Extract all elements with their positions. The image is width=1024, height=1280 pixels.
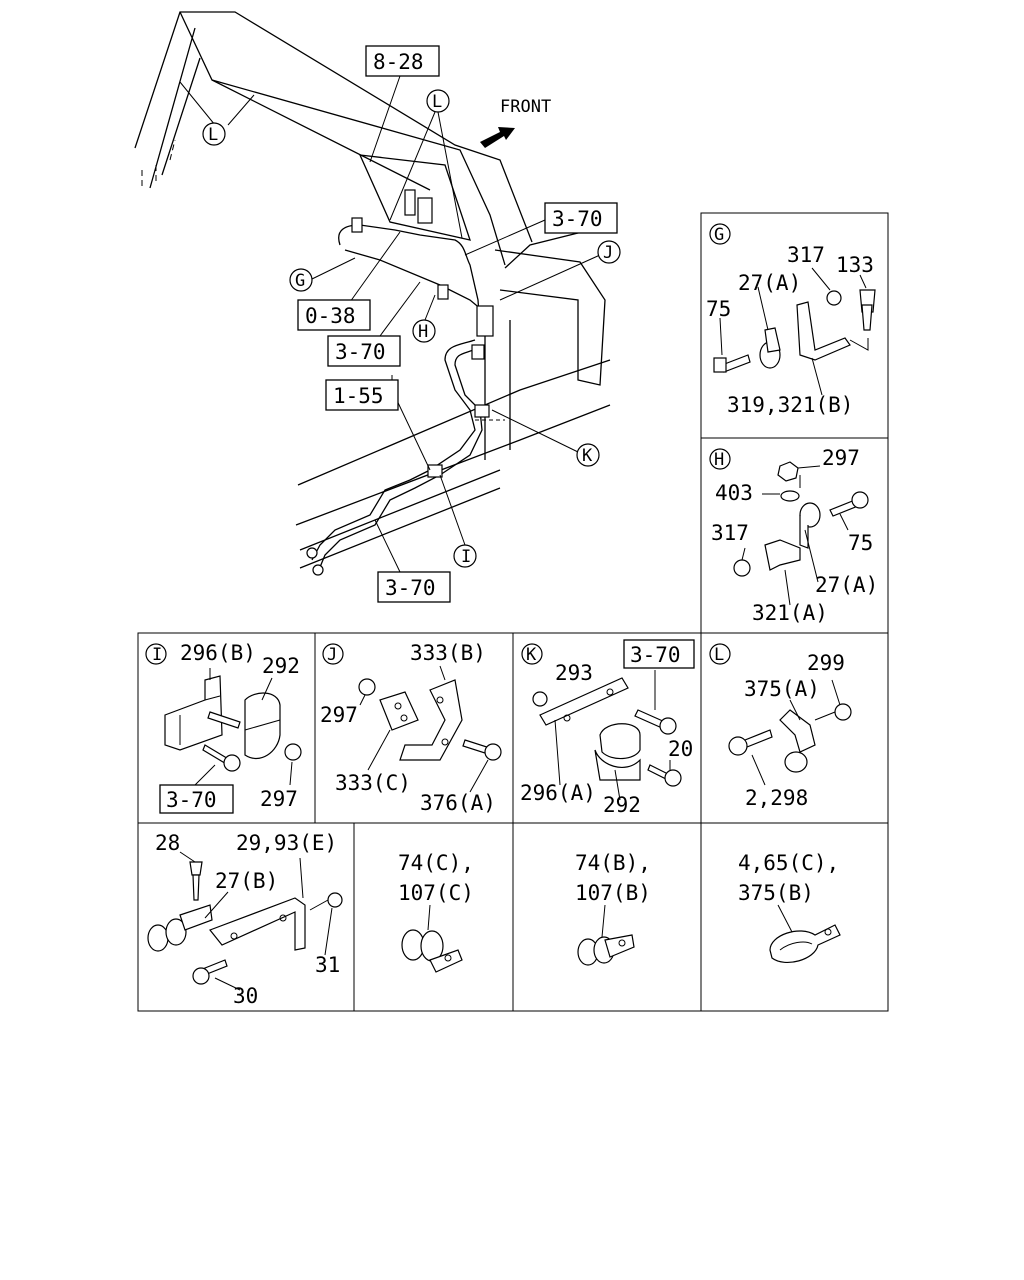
detail-J: J 333(B) 297 333(C) 376(A) <box>320 641 502 815</box>
ref-box-3-70-bottom: 3-70 <box>377 571 451 603</box>
label-376a: 376(A) <box>420 791 496 815</box>
callout-H: H <box>412 319 436 343</box>
svg-text:K: K <box>582 446 593 466</box>
label-292: 292 <box>262 654 300 678</box>
label-297: 297 <box>822 446 860 470</box>
label-333c: 333(C) <box>335 771 411 795</box>
svg-text:G: G <box>714 225 724 245</box>
front-arrow-icon <box>480 127 515 148</box>
svg-text:K: K <box>526 645 537 665</box>
label-2-298: 2,298 <box>745 786 808 810</box>
detail-bracket-29: 28 29,93(E) 27(B) 31 30 <box>147 831 343 1008</box>
ref-box-3-70-mid: 3-70 <box>327 335 401 367</box>
svg-text:L: L <box>714 645 724 665</box>
label-297: 297 <box>320 703 358 727</box>
callout-J: J <box>597 240 621 264</box>
svg-text:I: I <box>461 547 471 567</box>
callout-L-left: L <box>202 122 226 146</box>
ref-box-3-70-top: 3-70 <box>544 202 618 234</box>
svg-text:3-70: 3-70 <box>335 340 386 364</box>
svg-text:3-70: 3-70 <box>630 643 681 667</box>
svg-text:0-38: 0-38 <box>305 304 356 328</box>
label-317: 317 <box>711 521 749 545</box>
front-label: FRONT <box>500 97 551 117</box>
svg-text:I: I <box>152 645 162 665</box>
svg-text:3-70: 3-70 <box>385 576 436 600</box>
svg-text:J: J <box>603 243 613 263</box>
detail-I: I 296(B) 292 3-70 297 <box>145 641 302 814</box>
label-292: 292 <box>603 793 641 817</box>
label-31: 31 <box>315 953 340 977</box>
svg-text:3-70: 3-70 <box>166 788 217 812</box>
detail-H: H 297 403 317 75 27(A) 321(A) <box>709 446 878 625</box>
svg-text:H: H <box>714 450 724 470</box>
label-133: 133 <box>836 253 874 277</box>
label-75: 75 <box>848 531 873 555</box>
label-293: 293 <box>555 661 593 685</box>
ref-box-0-38: 0-38 <box>297 299 371 331</box>
label-296a: 296(A) <box>520 781 596 805</box>
label-375b: 375(B) <box>738 881 814 905</box>
detail-L: L 299 375(A) 2,298 <box>709 643 852 810</box>
label-27b: 27(B) <box>215 869 278 893</box>
label-107c: 107(C) <box>398 881 474 905</box>
label-4-65c: 4,65(C), <box>738 851 839 875</box>
callout-K: K <box>576 443 600 467</box>
detail-clip-375b: 4,65(C), 375(B) <box>738 851 841 963</box>
label-20: 20 <box>668 737 693 761</box>
main-view: FRONT 8-28 3-70 0-38 3-70 1-55 3-70 <box>134 11 621 603</box>
callout-G: G <box>289 268 313 292</box>
label-107b: 107(B) <box>575 881 651 905</box>
ref-box-1-55: 1-55 <box>325 379 399 411</box>
label-27a: 27(A) <box>815 573 878 597</box>
svg-text:1-55: 1-55 <box>333 384 384 408</box>
label-317: 317 <box>787 243 825 267</box>
svg-text:G: G <box>295 271 305 291</box>
svg-text:J: J <box>327 645 337 665</box>
callout-L-top: L <box>426 89 450 113</box>
ref-box-3-70-I: 3-70 <box>159 784 234 814</box>
detail-clip-74b: 74(B), 107(B) <box>575 851 651 966</box>
svg-text:3-70: 3-70 <box>552 207 603 231</box>
label-319-321b: 319,321(B) <box>727 393 853 417</box>
ref-box-8-28: 8-28 <box>365 45 440 77</box>
label-29-93e: 29,93(E) <box>236 831 337 855</box>
detail-K: K 293 3-70 20 296(A) 292 <box>520 639 695 817</box>
svg-text:H: H <box>418 322 428 342</box>
svg-text:L: L <box>432 92 442 112</box>
label-297: 297 <box>260 787 298 811</box>
label-299: 299 <box>807 651 845 675</box>
label-375a: 375(A) <box>744 677 820 701</box>
label-296b: 296(B) <box>180 641 256 665</box>
detail-G: G 317 133 27(A) 75 319,321(B) <box>706 223 876 417</box>
detail-clip-74c: 74(C), 107(C) <box>398 851 474 973</box>
label-27a: 27(A) <box>738 271 801 295</box>
label-74b: 74(B), <box>575 851 651 875</box>
callout-I: I <box>453 544 477 568</box>
label-333b: 333(B) <box>410 641 486 665</box>
svg-text:L: L <box>208 125 218 145</box>
label-403: 403 <box>715 481 753 505</box>
detail-grid <box>137 212 889 1012</box>
label-28: 28 <box>155 831 180 855</box>
label-75: 75 <box>706 297 731 321</box>
ref-box-3-70-K: 3-70 <box>623 639 695 669</box>
label-74c: 74(C), <box>398 851 474 875</box>
svg-text:8-28: 8-28 <box>373 50 424 74</box>
label-30: 30 <box>233 984 258 1008</box>
